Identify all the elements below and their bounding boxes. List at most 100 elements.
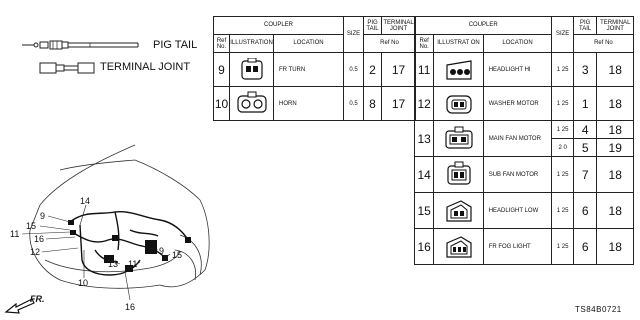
callout-11: 11 xyxy=(10,229,20,239)
pig-tail-icon xyxy=(22,40,139,50)
ref-number: 16 xyxy=(413,228,435,265)
callout-9-lower: 9 xyxy=(159,246,165,256)
terminal-joint-icon xyxy=(39,62,95,74)
size-value: 1 25 xyxy=(551,86,574,121)
pig-tail-value: 8 xyxy=(363,86,383,121)
terminal-joint-legend-label: TERMINAL JOINT xyxy=(100,61,191,73)
terminal-joint-header: TERMINAL JOINT xyxy=(596,16,634,35)
illustration-header: ILLUSTRATION xyxy=(229,34,274,53)
callout-14: 14 xyxy=(80,196,91,206)
connector-11-icon xyxy=(445,59,472,80)
ref-number: 14 xyxy=(413,156,435,193)
location-header: LOCATION xyxy=(482,34,553,53)
front-arrow-icon xyxy=(4,298,35,314)
ref-number: 12 xyxy=(413,86,435,121)
illustration-header: ILLUSTRAT ON xyxy=(433,34,484,53)
connector-illustration xyxy=(433,228,484,265)
connector-illustration xyxy=(229,86,274,121)
table-row: 12 WASHER MOTOR 1 25 1 18 xyxy=(413,86,634,121)
ref-no-span-header: Ref No xyxy=(363,34,417,53)
terminal-joint-value: 18 xyxy=(596,228,634,265)
terminal-joint-value: 17 xyxy=(381,52,417,87)
callout-9: 9 xyxy=(40,211,46,221)
connector-10-icon xyxy=(236,91,267,113)
ref-number: 13 xyxy=(413,120,435,157)
terminal-joint-value: 18 xyxy=(596,86,634,121)
size-value: 1 25 xyxy=(551,120,574,139)
location-text: HORN xyxy=(272,86,345,121)
connector-13-icon xyxy=(444,126,473,149)
pig-tail-value: 5 xyxy=(572,138,598,157)
location-text: HEADLIGHT HI xyxy=(482,52,553,87)
ref-number: 9 xyxy=(213,52,230,87)
callout-13: 13 xyxy=(108,259,119,269)
table-row: 11 HEADLIGHT HI 1 25 3 18 xyxy=(413,52,634,87)
coupler-header: COUPLER xyxy=(212,16,345,35)
location-text: FR FOG LIGHT xyxy=(482,228,553,265)
size-value: 0.5 xyxy=(343,86,365,121)
size-value: 1 25 xyxy=(551,156,574,193)
pig-tail-value: 2 xyxy=(363,52,383,87)
pig-tail-value: 1 xyxy=(572,86,598,121)
terminal-joint-value: 19 xyxy=(596,138,634,157)
pig-tail-value: 6 xyxy=(572,192,598,229)
table-row: 9 FR TURN 0.5 2 17 xyxy=(213,52,417,87)
terminal-joint-value: 18 xyxy=(596,52,634,87)
connector-illustration xyxy=(433,192,484,229)
callout-12: 12 xyxy=(30,247,41,257)
callout-15-lower: 15 xyxy=(172,250,183,260)
size-value: 2 0 xyxy=(551,138,574,157)
pig-tail-header: PIG TAIL xyxy=(363,16,383,35)
location-text: HEADLIGHT LOW xyxy=(482,192,553,229)
pig-tail-value: 6 xyxy=(572,228,598,265)
callout-10: 10 xyxy=(78,278,89,288)
connector-illustration xyxy=(433,86,484,121)
pig-tail-header: PIG TAIL xyxy=(572,16,598,35)
pig-tail-value: 7 xyxy=(572,156,598,193)
connector-15-icon xyxy=(445,199,472,222)
front-direction-label: FR. xyxy=(30,294,45,304)
ref-no-span-header: Ref No xyxy=(572,34,635,53)
coupler-header: COUPLER xyxy=(413,16,553,35)
connector-14-icon xyxy=(446,161,471,185)
location-text: SUB FAN MOTOR xyxy=(482,156,553,193)
callout-11-lower: 11 xyxy=(128,259,138,269)
location-header: LOCATION xyxy=(272,34,345,53)
location-text: MAIN FAN MOTOR xyxy=(482,120,553,157)
location-text: WASHER MOTOR xyxy=(482,86,553,121)
ref-no-header: Ref No. xyxy=(413,34,435,53)
pig-tail-legend-label: PIG TAIL xyxy=(153,39,198,51)
callout-15: 15 xyxy=(26,221,37,231)
table-row: 16 FR FOG LIGHT 1 25 6 18 xyxy=(413,228,634,265)
connector-12-icon xyxy=(445,94,472,114)
size-value: 1 25 xyxy=(551,52,574,87)
terminal-joint-value: 18 xyxy=(596,192,634,229)
ref-number: 11 xyxy=(413,52,435,87)
connector-illustration xyxy=(229,52,274,87)
table-row: 2 0 5 19 xyxy=(415,138,634,157)
diagram-part-code: TS84B0721 xyxy=(575,305,622,314)
table-row: 10 HORN 0.5 8 17 xyxy=(213,86,417,121)
coupler-table-right: COUPLER SIZE PIG TAIL TERMINAL JOINT Ref… xyxy=(413,16,635,265)
terminal-joint-value: 17 xyxy=(381,86,417,121)
table-row: 14 SUB FAN MOTOR 1 25 7 18 xyxy=(413,156,634,193)
callout-16-lower: 16 xyxy=(125,302,136,312)
terminal-joint-header: TERMINAL JOINT xyxy=(381,16,417,35)
connector-16-icon xyxy=(445,235,472,258)
size-value: 1 25 xyxy=(551,228,574,265)
ref-number: 15 xyxy=(413,192,435,229)
size-header: SIZE xyxy=(343,16,365,53)
location-text: FR TURN xyxy=(272,52,345,87)
table-row: 13 MAIN FAN MOTOR 1 25 4 18 xyxy=(413,120,634,157)
engine-harness-illustration xyxy=(21,144,210,301)
connector-illustration xyxy=(433,120,484,157)
size-header: SIZE xyxy=(551,16,574,53)
callout-16: 16 xyxy=(34,234,45,244)
ref-no-header: Ref No. xyxy=(213,34,230,53)
coupler-table-left: COUPLER SIZE PIG TAIL TERMINAL JOINT Ref… xyxy=(212,16,417,121)
connector-illustration xyxy=(433,156,484,193)
connector-9-icon xyxy=(240,57,263,80)
size-value: 1 25 xyxy=(551,192,574,229)
terminal-joint-value: 18 xyxy=(596,120,634,139)
connector-illustration xyxy=(433,52,484,87)
